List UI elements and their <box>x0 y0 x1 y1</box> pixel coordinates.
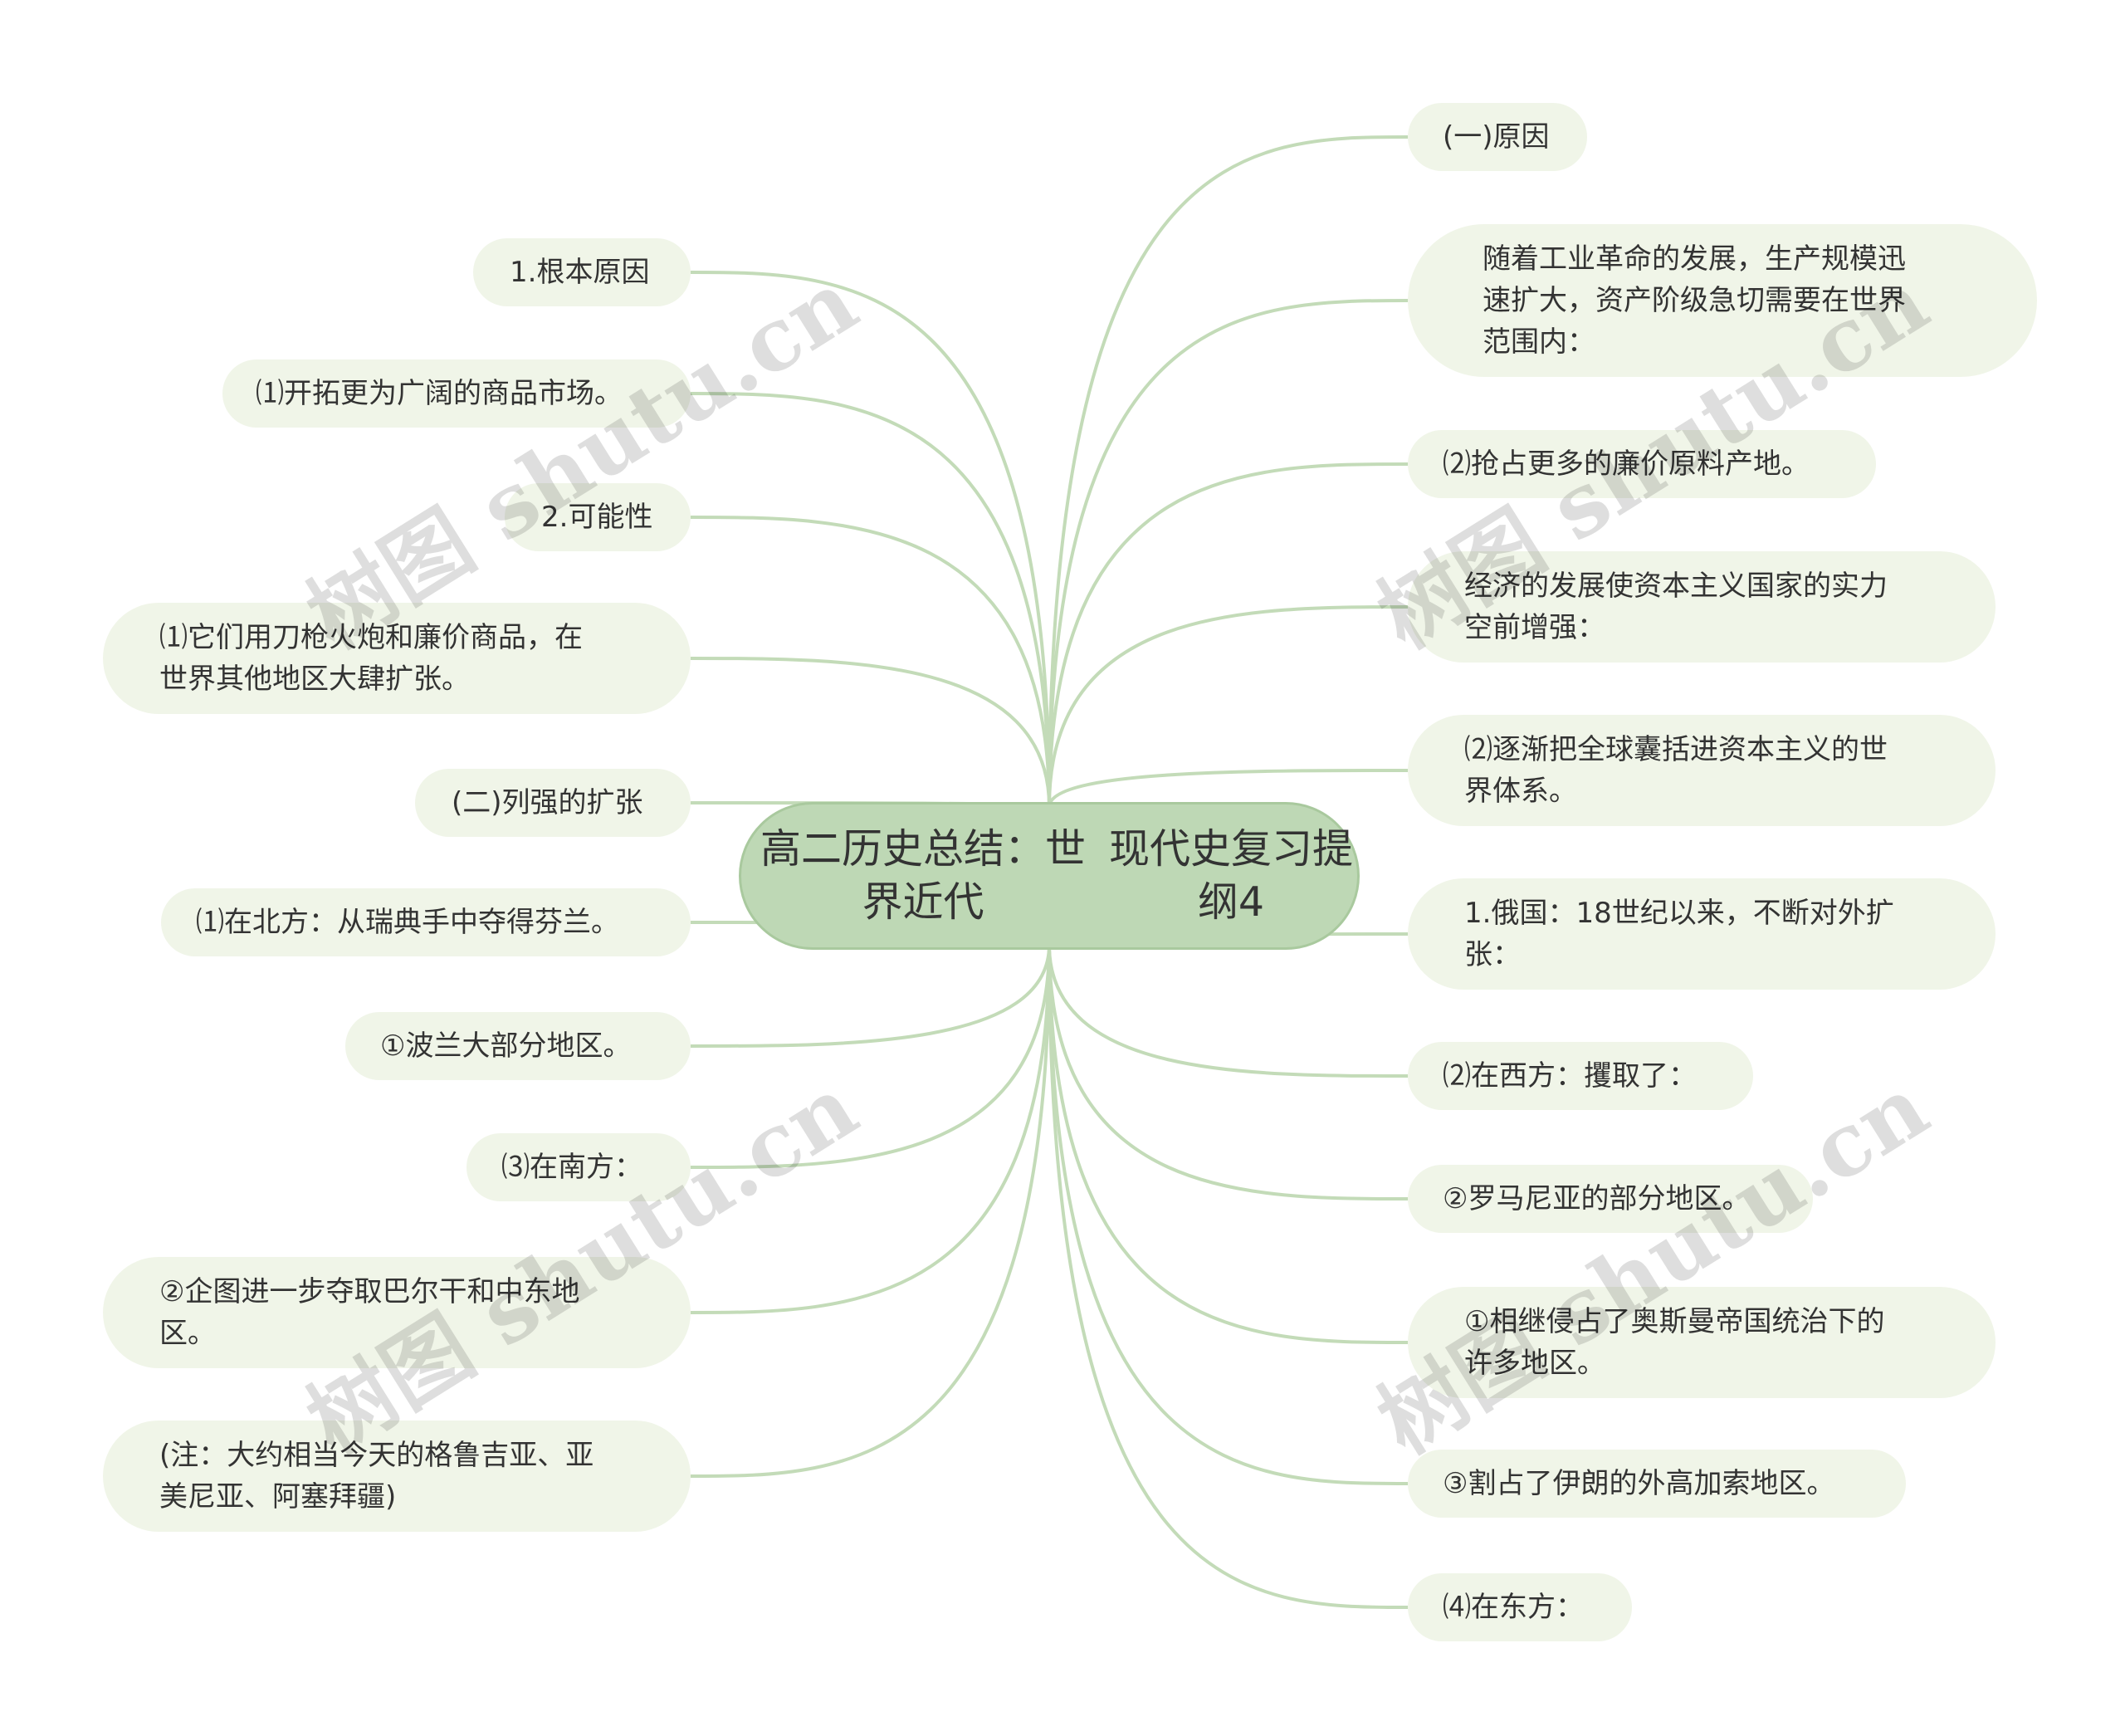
node-label-line: ②企图进一步夺取巴尔干和中东地 <box>159 1275 580 1308</box>
node-label-line: 范围内： <box>1483 325 1595 359</box>
connector-right <box>1048 944 1409 1485</box>
connector-right <box>1048 944 1409 1609</box>
connector-left <box>690 657 1051 808</box>
root-topic-line: 高二历史总结：世界近代 <box>760 825 1086 926</box>
node-label-line: 许多地区。 <box>1464 1347 1605 1380</box>
left-node-market[interactable]: ⑴开拓更为广阔的商品市场。 <box>222 359 691 428</box>
right-node-romania[interactable]: ②罗马尼亚的部分地区。 <box>1408 1165 1813 1233</box>
node-label: 2.可能性 <box>541 501 653 534</box>
left-node-expansion[interactable]: (二)列强的扩张 <box>415 769 691 837</box>
right-node-economy[interactable]: 经济的发展使资本主义国家的实力 空前增强： <box>1408 551 1996 663</box>
node-label: ⑴在北方：从瑞典手中夺得芬兰。 <box>196 906 619 939</box>
connector-left <box>690 944 1051 1478</box>
connector-left <box>690 271 1051 808</box>
node-label: (一)原因 <box>1443 120 1550 154</box>
right-node-russia[interactable]: 1.俄国：18世纪以来，不断对外扩 张： <box>1408 878 1996 990</box>
connector-right <box>1048 135 1409 808</box>
connector-left <box>690 516 1051 808</box>
left-node-south[interactable]: ⑶在南方： <box>467 1133 691 1201</box>
node-label: (二)列强的扩张 <box>452 786 643 819</box>
node-label-line: 经济的发展使资本主义国家的实力 <box>1464 570 1888 603</box>
connector-left <box>690 944 1051 1314</box>
node-label: ②罗马尼亚的部分地区。 <box>1443 1182 1751 1215</box>
right-node-world-system[interactable]: ⑵逐渐把全球囊括进资本主义的世 界体系。 <box>1408 715 1996 826</box>
connector-right <box>1048 944 1409 1201</box>
connector-right <box>1048 944 1409 1078</box>
left-node-balkans[interactable]: ②企图进一步夺取巴尔干和中东地 区。 <box>103 1257 691 1368</box>
connector-right <box>1048 462 1409 808</box>
node-label: ⑴开拓更为广阔的商品市场。 <box>256 377 623 410</box>
right-node-industrial-revolution[interactable]: 随着工业革命的发展，生产规模迅 速扩大，资产阶级急切需要在世界 范围内： <box>1408 224 2037 377</box>
root-topic[interactable]: 高二历史总结：世界近代 现代史复习提纲4 <box>739 802 1360 950</box>
node-label: ⑶在南方： <box>501 1151 642 1184</box>
node-label-line: ⑵逐渐把全球囊括进资本主义的世 <box>1464 733 1888 766</box>
left-node-note[interactable]: (注：大约相当今天的格鲁吉亚、亚 美尼亚、阿塞拜疆) <box>103 1421 691 1532</box>
node-label: ③割占了伊朗的外高加索地区。 <box>1443 1467 1835 1500</box>
node-label: ⑵在西方：攫取了： <box>1443 1059 1697 1093</box>
node-label: ⑷在东方： <box>1443 1591 1584 1624</box>
left-node-poland[interactable]: ①波兰大部分地区。 <box>345 1012 691 1080</box>
node-label-line: 界体系。 <box>1464 775 1577 808</box>
node-label-line: 世界其他地区大肆扩张。 <box>159 663 470 696</box>
node-label-line: 区。 <box>159 1317 216 1350</box>
connector-left <box>690 392 1051 808</box>
connector-right <box>1048 944 1409 1344</box>
left-node-weapons[interactable]: ⑴它们用刀枪火炮和廉价商品，在 世界其他地区大肆扩张。 <box>103 603 691 714</box>
right-node-iran[interactable]: ③割占了伊朗的外高加索地区。 <box>1408 1450 1906 1518</box>
right-node-east[interactable]: ⑷在东方： <box>1408 1573 1632 1641</box>
root-topic-line: 现代史复习提纲4 <box>1108 825 1353 926</box>
right-node-ottoman[interactable]: ①相继侵占了奥斯曼帝国统治下的 许多地区。 <box>1408 1287 1996 1398</box>
connector-left <box>690 944 1051 1048</box>
node-label-line: 1.俄国：18世纪以来，不断对外扩 <box>1464 897 1894 930</box>
connector-left <box>690 944 1051 1169</box>
node-label-line: 美尼亚、阿塞拜疆) <box>159 1480 397 1513</box>
node-label-line: 速扩大，资产阶级急切需要在世界 <box>1483 284 1906 317</box>
connector-right <box>1048 605 1409 808</box>
node-label-line: 张： <box>1464 938 1521 971</box>
node-label: 1.根本原因 <box>510 256 650 289</box>
node-label: ⑵抢占更多的廉价原料产地。 <box>1443 447 1810 481</box>
node-label-line: ⑴它们用刀枪火炮和廉价商品，在 <box>159 621 583 654</box>
node-label-line: (注：大约相当今天的格鲁吉亚、亚 <box>159 1439 594 1472</box>
node-label-line: ①相继侵占了奥斯曼帝国统治下的 <box>1464 1305 1885 1338</box>
node-label-line: 随着工业革命的发展，生产规模迅 <box>1483 242 1906 276</box>
left-node-root-cause[interactable]: 1.根本原因 <box>473 238 691 306</box>
left-node-possibility[interactable]: 2.可能性 <box>505 483 691 551</box>
right-node-raw-materials[interactable]: ⑵抢占更多的廉价原料产地。 <box>1408 430 1876 498</box>
left-node-north[interactable]: ⑴在北方：从瑞典手中夺得芬兰。 <box>161 888 691 956</box>
node-label: ①波兰大部分地区。 <box>380 1029 632 1063</box>
right-node-cause-heading[interactable]: (一)原因 <box>1408 103 1587 171</box>
connector-right <box>1048 769 1409 808</box>
connector-right <box>1048 299 1409 808</box>
right-node-west[interactable]: ⑵在西方：攫取了： <box>1408 1042 1753 1110</box>
node-label-line: 空前增强： <box>1464 611 1605 644</box>
